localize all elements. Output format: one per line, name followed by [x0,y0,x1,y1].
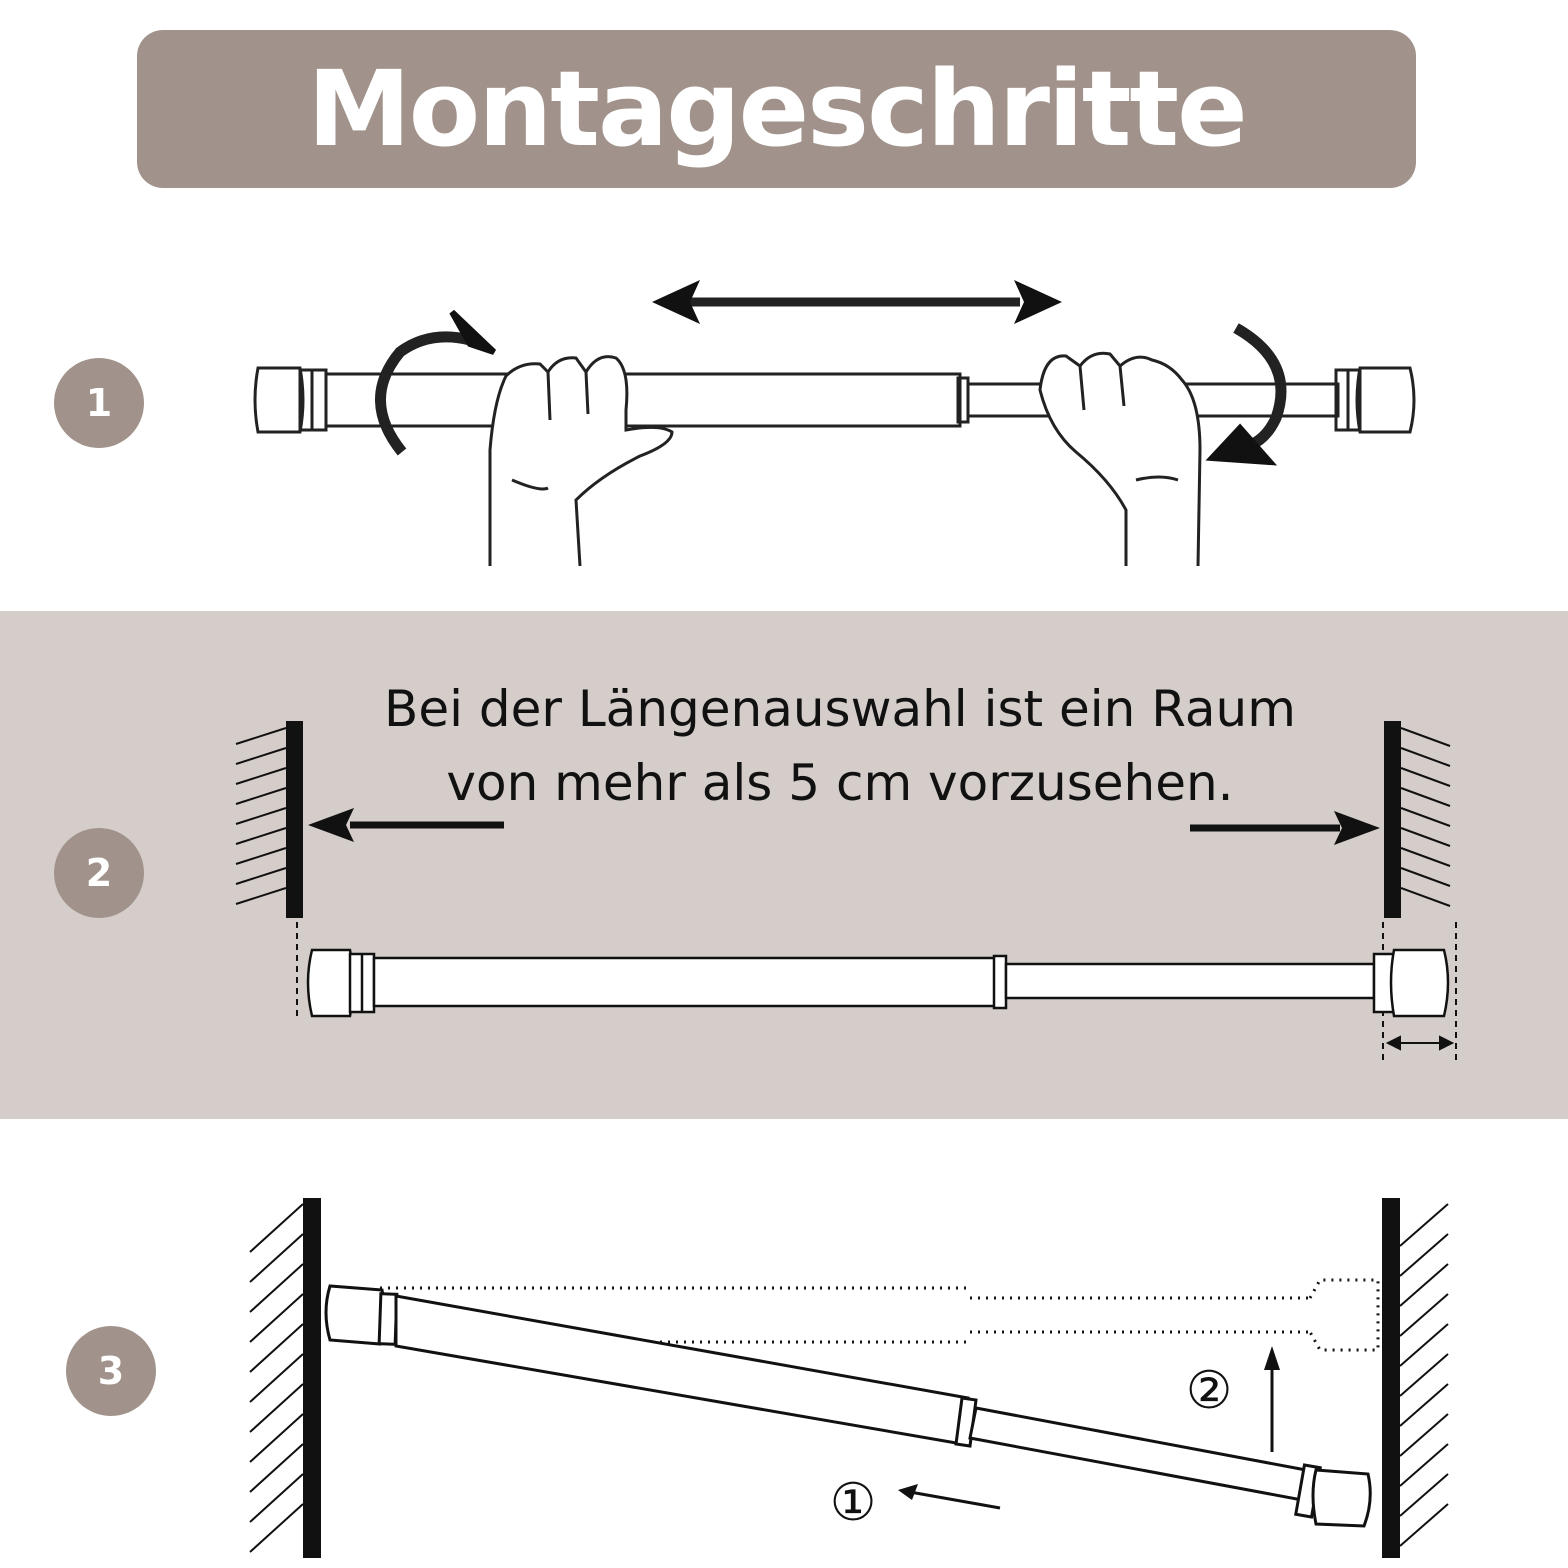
step-1-badge: 1 [54,358,144,448]
callout-2-label: ② [1185,1361,1233,1421]
left-wall [235,721,303,918]
step-2-badge: 2 [54,828,144,918]
step-3-badge: 3 [66,1326,156,1416]
tension-rod-measured [306,948,1450,1018]
left-wall-step-3 [249,1198,321,1558]
right-hand-icon [1038,351,1202,567]
step-2-note: Bei der Längenauswahl ist ein Raum von m… [384,680,1296,812]
page-title: Montageschritte [307,48,1247,170]
push-left-arrow [898,1484,1001,1510]
target-rod-dotted [380,1278,1380,1352]
step-2-band [0,611,1568,1119]
rotate-arrow-left-icon [375,309,497,456]
right-wall-step-3 [1382,1198,1449,1558]
callout-1: ① [828,1473,878,1533]
lift-up-arrow [1264,1346,1280,1452]
right-wall [1384,721,1451,918]
gap-measure-arrow [1385,1035,1455,1051]
left-hand-icon [488,355,674,567]
rotate-arrow-right-icon [1205,323,1287,466]
header-banner: Montageschritte [137,30,1416,188]
tension-rod [253,366,1416,434]
callout-1-label: ① [829,1473,877,1533]
left-direction-arrow [308,808,504,842]
right-direction-arrow [1190,811,1380,845]
tilted-tension-rod [324,1284,1372,1528]
callout-2: ② [1184,1361,1234,1421]
extend-arrow [652,280,1062,324]
